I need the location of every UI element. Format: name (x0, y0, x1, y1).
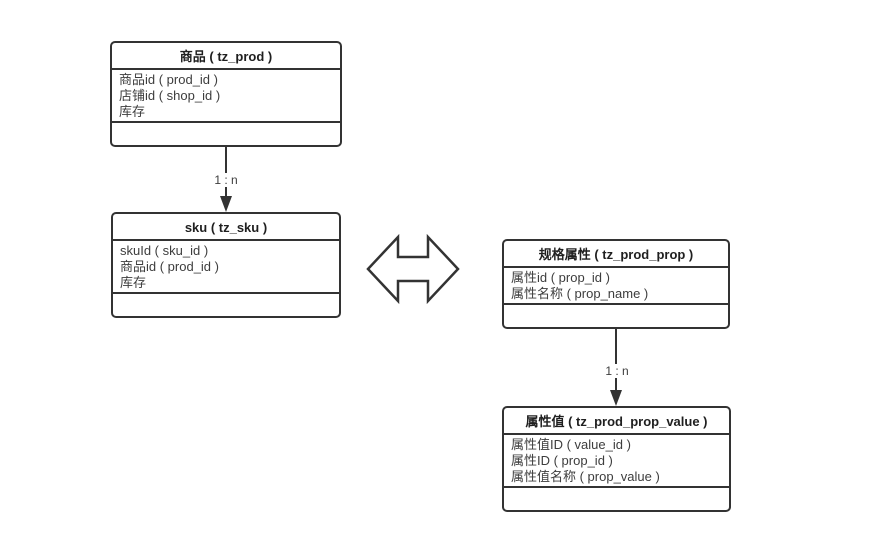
entity-prod-prop-value: 属性值 ( tz_prod_prop_value ) 属性值ID ( value… (502, 406, 731, 512)
entity-fields: 属性值ID ( value_id ) 属性ID ( prop_id ) 属性值名… (504, 435, 729, 488)
arrowhead-down-icon (610, 390, 622, 406)
entity-prod: 商品 ( tz_prod ) 商品id ( prod_id ) 店铺id ( s… (110, 41, 342, 147)
entity-footer (113, 294, 339, 316)
entity-footer (112, 123, 340, 145)
entity-title: sku ( tz_sku ) (113, 214, 339, 241)
entity-fields: 商品id ( prod_id ) 店铺id ( shop_id ) 库存 (112, 70, 340, 123)
field-row: 属性id ( prop_id ) (511, 270, 610, 285)
entity-title: 规格属性 ( tz_prod_prop ) (504, 241, 728, 268)
field-row: 属性值名称 ( prop_value ) (511, 469, 660, 484)
entity-sku: sku ( tz_sku ) skuId ( sku_id ) 商品id ( p… (111, 212, 341, 318)
field-row: 商品id ( prod_id ) (120, 259, 219, 274)
entity-footer (504, 305, 728, 327)
arrowhead-down-icon (220, 196, 232, 212)
entity-fields: 属性id ( prop_id ) 属性名称 ( prop_name ) (504, 268, 728, 305)
entity-prod-prop: 规格属性 ( tz_prod_prop ) 属性id ( prop_id ) 属… (502, 239, 730, 329)
entity-footer (504, 488, 729, 510)
double-arrow-icon (366, 233, 460, 305)
field-row: 属性名称 ( prop_name ) (511, 286, 649, 301)
entity-title: 属性值 ( tz_prod_prop_value ) (504, 408, 729, 435)
field-row: 属性ID ( prop_id ) (511, 453, 613, 468)
entity-fields: skuId ( sku_id ) 商品id ( prod_id ) 库存 (113, 241, 339, 294)
cardinality-label: 1 : n (210, 173, 242, 187)
cardinality-label: 1 : n (601, 364, 633, 378)
field-row: 商品id ( prod_id ) (119, 72, 218, 87)
field-row: skuId ( sku_id ) (120, 243, 209, 258)
field-row: 店铺id ( shop_id ) (119, 88, 221, 103)
field-row: 属性值ID ( value_id ) (511, 437, 631, 452)
field-row: 库存 (119, 104, 146, 119)
field-row: 库存 (120, 275, 147, 290)
entity-title: 商品 ( tz_prod ) (112, 43, 340, 70)
